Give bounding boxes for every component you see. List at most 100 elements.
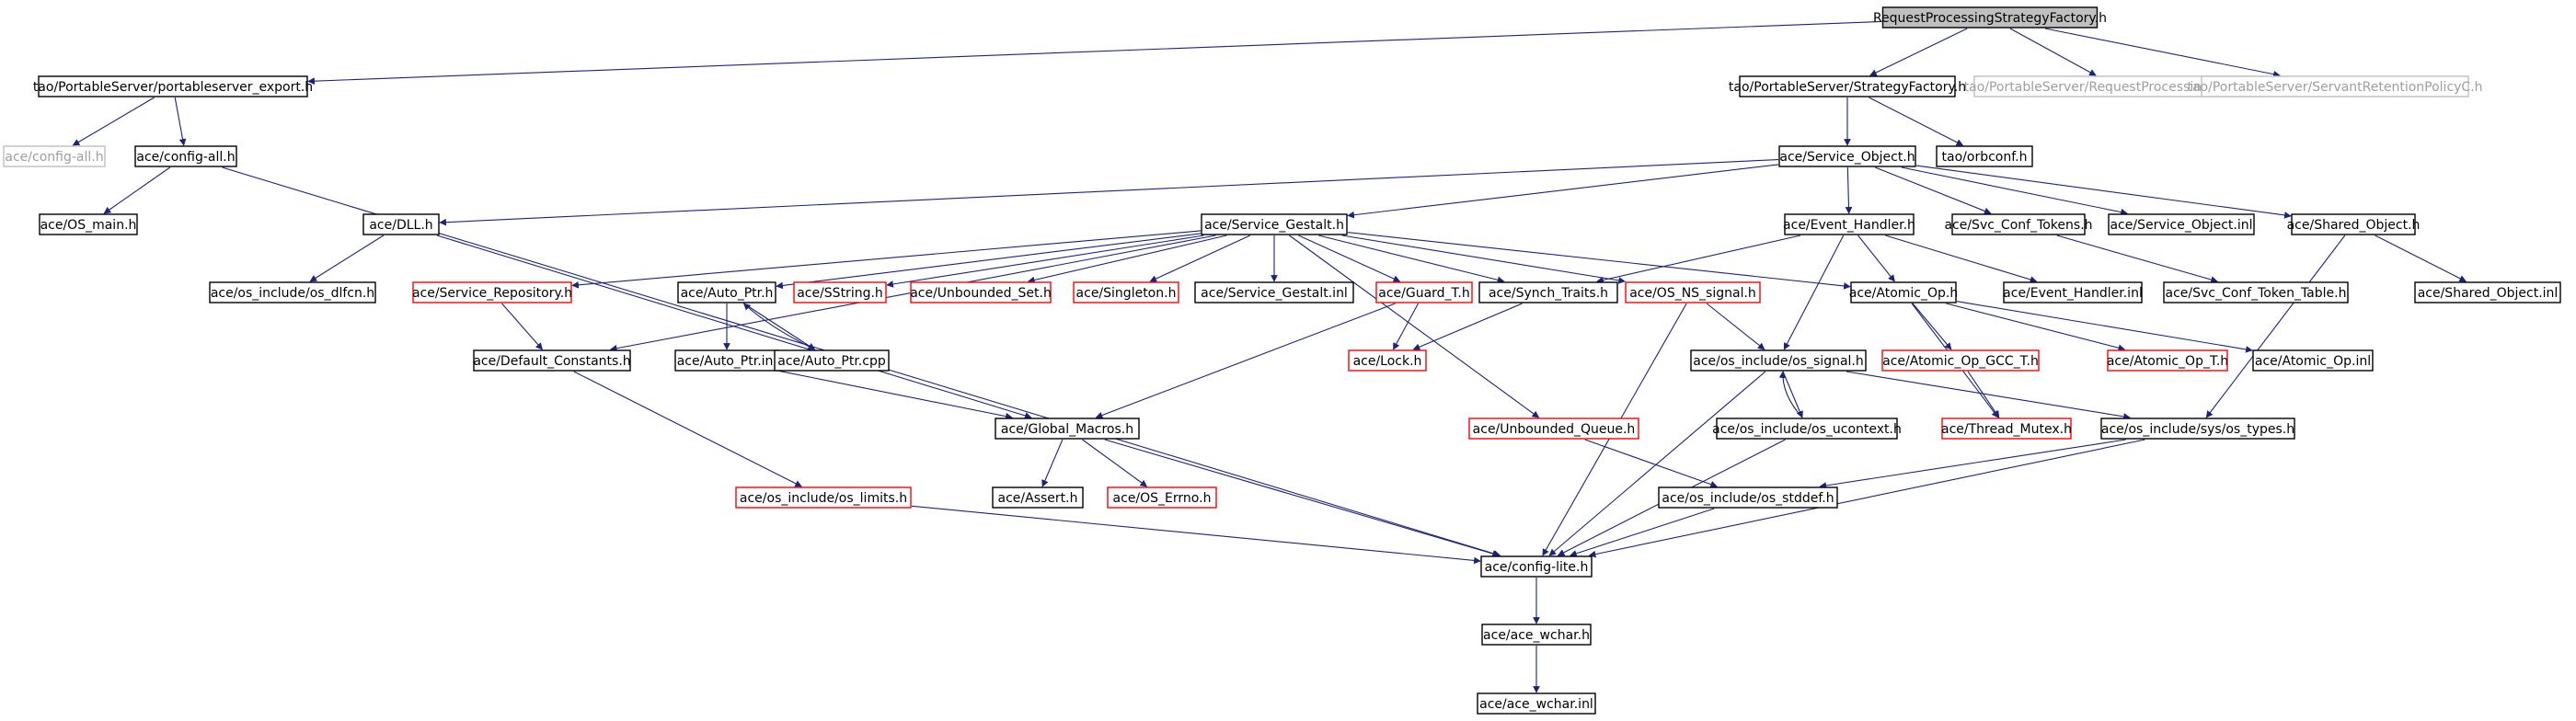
node-box <box>1348 349 1427 372</box>
node-box <box>1658 486 1838 509</box>
node-box <box>1468 418 1639 440</box>
edge-guard-to-lock <box>1393 303 1419 350</box>
node-box <box>1107 486 1217 509</box>
node-unbq[interactable]: ace/Unbounded_Queue.h <box>1468 418 1639 440</box>
node-unbset[interactable]: ace/Unbounded_Set.h <box>910 281 1052 303</box>
node-box <box>774 349 890 372</box>
node-aogcc[interactable]: ace/Atomic_Op_GCC_T.h <box>1881 349 2040 372</box>
node-label: ace/config-all.h <box>136 150 235 165</box>
node-lock[interactable]: ace/Lock.h <box>1348 349 1427 372</box>
node-sginl[interactable]: ace/Service_Gestalt.inl <box>1194 281 1354 303</box>
node-pse[interactable]: tao/PortableServer/portableserver_export… <box>33 75 313 97</box>
node-shoinl[interactable]: ace/Shared_Object.inl <box>2414 281 2561 303</box>
node-tmutex[interactable]: ace/Thread_Mutex.h <box>1941 418 2072 440</box>
node-svcobj[interactable]: ace/Service_Object.h <box>1778 145 1916 167</box>
node-label: ace/Synch_Traits.h <box>1489 286 1608 301</box>
node-label: ace/ace_wchar.h <box>1483 628 1590 643</box>
node-box <box>793 281 887 303</box>
node-atomic[interactable]: ace/Atomic_Op.h <box>1849 281 1958 303</box>
edge-sg-to-sstring <box>886 235 1204 288</box>
node-gm[interactable]: ace/Global_Macros.h <box>995 418 1140 440</box>
edge-atomic-to-aot <box>1946 303 2126 351</box>
node-label: ace/Auto_Ptr.cpp <box>777 354 886 369</box>
edge-ossig-to-ucontext <box>1782 371 1803 418</box>
edge-apinl-to-gm <box>778 370 1013 420</box>
node-box <box>1951 213 2086 235</box>
node-box <box>1480 555 1593 578</box>
node-assert[interactable]: ace/Assert.h <box>992 486 1084 509</box>
node-label: ace/DLL.h <box>369 218 432 233</box>
node-sctt[interactable]: ace/Svc_Conf_Token_Table.h <box>2163 281 2349 303</box>
edge-ossig-to-systypes <box>1846 371 2131 420</box>
node-eh[interactable]: ace/Event_Handler.h <box>1783 213 1915 235</box>
node-sct[interactable]: ace/Svc_Conf_Tokens.h <box>1944 213 2093 235</box>
node-box <box>134 145 237 167</box>
node-cfglite[interactable]: ace/config-lite.h <box>1480 555 1593 578</box>
edge-synch-to-lock <box>1412 303 1523 350</box>
node-singleton[interactable]: ace/Singleton.h <box>1073 281 1179 303</box>
node-dlfcn[interactable]: ace/os_include/os_dlfcn.h <box>209 281 376 303</box>
node-osns[interactable]: ace/OS_NS_signal.h <box>1625 281 1761 303</box>
node-sstring[interactable]: ace/SString.h <box>793 281 887 303</box>
node-soinl[interactable]: ace/Service_Object.inl <box>2108 213 2255 235</box>
edge-sg-to-atomic <box>1347 232 1851 290</box>
node-apinl[interactable]: ace/Auto_Ptr.inl <box>674 349 779 372</box>
edge-svcobj-to-sg <box>1347 164 1779 219</box>
node-label: ace/Service_Object.h <box>1779 150 1915 165</box>
node-label: ace/Global_Macros.h <box>1001 422 1133 437</box>
node-dll[interactable]: ace/DLL.h <box>362 213 440 235</box>
node-sg[interactable]: ace/Service_Gestalt.h <box>1201 213 1348 235</box>
node-label: ace/OS_Errno.h <box>1113 491 1212 506</box>
node-autoptr[interactable]: ace/Auto_Ptr.h <box>677 281 776 303</box>
node-label: ace/SString.h <box>797 286 883 301</box>
node-errno[interactable]: ace/OS_Errno.h <box>1107 486 1217 509</box>
node-wchar[interactable]: ace/ace_wchar.h <box>1481 624 1592 646</box>
node-box <box>1625 281 1761 303</box>
node-stddef[interactable]: ace/os_include/os_stddef.h <box>1658 486 1838 509</box>
node-label: ace/OS_NS_signal.h <box>1629 286 1756 301</box>
node-synch[interactable]: ace/Synch_Traits.h <box>1478 281 1618 303</box>
node-wcharinl[interactable]: ace/ace_wchar.inl <box>1477 692 1596 715</box>
node-root[interactable]: RequestProcessingStrategyFactory.h <box>1873 6 2107 29</box>
node-sf[interactable]: tao/PortableServer/StrategyFactory.h <box>1729 75 1966 97</box>
node-srep[interactable]: ace/Service_Repository.h <box>412 281 572 303</box>
node-sho[interactable]: ace/Shared_Object.h <box>2287 213 2421 235</box>
node-label: tao/PortableServer/ServantRetentionPolic… <box>2187 80 2482 95</box>
node-box <box>1881 6 2099 29</box>
node-box <box>1941 418 2072 440</box>
node-label: ace/Default_Constants.h <box>473 354 630 369</box>
edge-pse-to-cfgall2 <box>174 97 187 146</box>
node-orbconf[interactable]: tao/orbconf.h <box>1936 145 2033 167</box>
node-limits[interactable]: ace/os_include/os_limits.h <box>735 486 912 509</box>
node-box <box>1739 75 1956 97</box>
node-label: ace/os_include/os_stddef.h <box>1662 491 1834 506</box>
node-box <box>2100 418 2295 440</box>
edge-eh-to-atomic <box>1857 235 1895 282</box>
node-ucontext[interactable]: ace/os_include/os_ucontext.h <box>1712 418 1902 440</box>
edge-sf-to-orbconf <box>1869 97 1964 146</box>
node-systypes[interactable]: ace/os_include/sys/os_types.h <box>2100 418 2295 440</box>
node-label: ace/Auto_Ptr.h <box>681 286 774 301</box>
node-label: tao/PortableServer/RequestProcessingPoli… <box>1964 80 2269 95</box>
node-apcpp[interactable]: ace/Auto_Ptr.cpp <box>774 349 890 372</box>
node-osmain[interactable]: ace/OS_main.h <box>39 213 138 235</box>
node-ossig[interactable]: ace/os_include/os_signal.h <box>1690 349 1867 372</box>
edge-sg-to-osns <box>1341 235 1626 284</box>
node-aoinl[interactable]: ace/Atomic_Op.inl <box>2252 349 2374 372</box>
node-defc[interactable]: ace/Default_Constants.h <box>473 349 631 372</box>
node-box <box>1375 281 1473 303</box>
node-box <box>1778 145 1916 167</box>
node-label: ace/Guard_T.h <box>1378 286 1470 301</box>
edge-systypes-to-cfglite <box>1588 439 2145 558</box>
node-label: tao/PortableServer/portableserver_export… <box>33 80 313 95</box>
node-box <box>2107 349 2228 372</box>
node-label: ace/config-lite.h <box>1485 560 1589 575</box>
node-guard[interactable]: ace/Guard_T.h <box>1375 281 1473 303</box>
node-label: ace/Service_Gestalt.inl <box>1201 286 1348 301</box>
node-aot[interactable]: ace/Atomic_Op_T.h <box>2107 349 2228 372</box>
node-cfgall2[interactable]: ace/config-all.h <box>134 145 237 167</box>
node-box <box>1481 624 1592 646</box>
node-label: ace/Thread_Mutex.h <box>1941 422 2072 437</box>
node-box <box>1194 281 1354 303</box>
node-ehinl[interactable]: ace/Event_Handler.inl <box>2003 281 2143 303</box>
